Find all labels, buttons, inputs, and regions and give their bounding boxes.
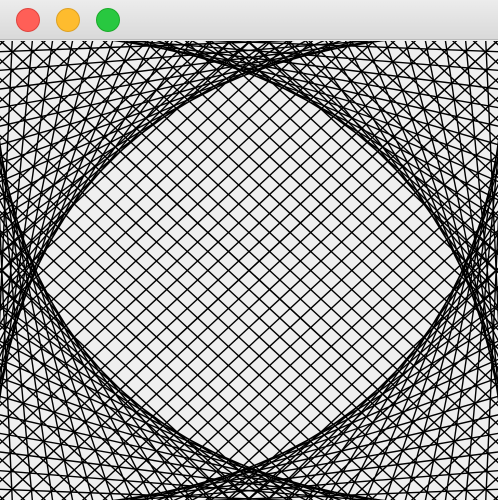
title-bar[interactable] [0,0,498,40]
pattern-line [0,41,251,256]
pattern-line [202,488,498,500]
minimize-button[interactable] [56,8,80,32]
close-button[interactable] [16,8,40,32]
pattern-line [0,213,13,500]
pattern-line [0,41,134,358]
pattern-line [0,268,232,500]
pattern-line [0,41,289,219]
pattern-line [0,41,114,373]
pattern-line [209,322,498,500]
pattern-line [126,41,498,127]
pattern-line [123,469,498,500]
pattern-line [364,183,498,500]
pattern-line [0,41,94,387]
pattern-line [485,213,498,500]
pattern-line [111,451,498,500]
pattern-line [384,168,498,500]
pattern-line [404,154,498,500]
pattern-line [0,139,54,500]
pattern-line [0,41,13,328]
pattern-line [247,285,498,500]
pattern-line [0,41,308,201]
pattern-line [0,414,372,500]
pattern-line [424,41,498,397]
pattern-line [173,41,498,183]
pattern-line [0,148,34,500]
pattern-line [0,340,308,500]
pattern-line [344,199,498,500]
pattern-line [325,41,498,326]
pattern-line [140,41,498,146]
pattern-line [190,41,498,201]
pattern-line [0,250,213,500]
pattern-line [0,41,375,72]
string-art-pattern [0,41,498,500]
pattern-line [202,41,498,53]
pattern-line [0,395,358,500]
pattern-line [285,41,498,291]
pattern-line [0,232,193,500]
pattern-line [0,41,296,53]
pattern-line [0,41,498,500]
pattern-line [0,41,383,109]
pattern-line [0,41,154,342]
drawing-canvas [0,41,498,500]
pattern-line [0,144,74,500]
pattern-line [0,41,173,326]
pattern-line [464,41,498,393]
pattern-line [444,41,498,402]
pattern-line [228,303,498,500]
pattern-line [305,41,498,309]
pattern-line [115,432,498,500]
pattern-line [266,41,498,273]
pattern-line [0,41,270,238]
pattern-line [325,215,498,500]
pattern-line [0,215,173,500]
pattern-line [0,41,387,90]
pattern-line [190,340,498,500]
pattern-line [0,488,296,500]
pattern-line [485,41,498,328]
maximize-button[interactable] [96,8,120,32]
pattern-line [0,358,325,500]
